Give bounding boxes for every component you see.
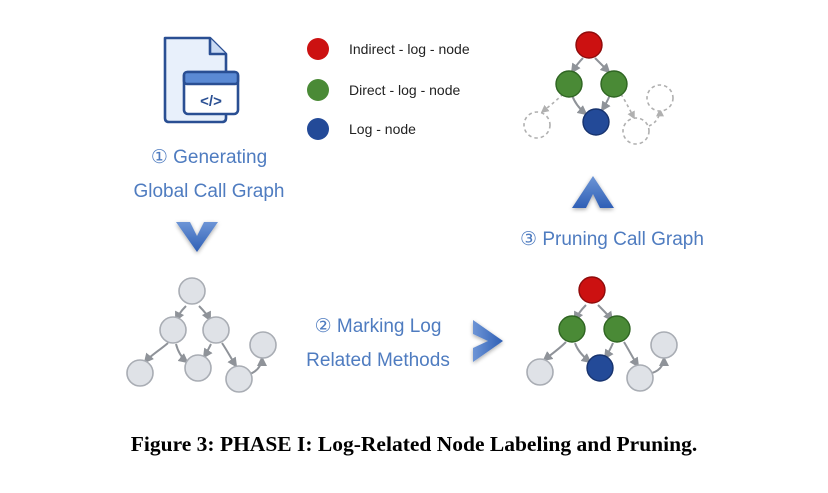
graph-node — [225, 365, 253, 393]
graph-node — [249, 331, 277, 359]
log-node — [586, 354, 614, 382]
marked-call-graph — [526, 276, 678, 392]
log-node — [582, 108, 610, 136]
graph-node — [126, 359, 154, 387]
step-pruning-label: ③ Pruning Call Graph — [520, 229, 704, 250]
legend-label-indirect: Indirect - log - node — [349, 41, 470, 57]
indirect-log-node — [578, 276, 606, 304]
graph-node — [626, 364, 654, 392]
step-marking-line2: Related Methods — [306, 350, 450, 371]
graph-node — [178, 277, 206, 305]
step-generating-line1: ① Generating — [151, 147, 267, 168]
direct-log-node — [600, 70, 628, 98]
chevron-right-icon — [473, 320, 503, 362]
graph-node — [159, 316, 187, 344]
direct-log-node — [603, 315, 631, 343]
indirect-log-node — [575, 31, 603, 59]
step-generating-line2: Global Call Graph — [133, 181, 284, 202]
global-call-graph — [126, 277, 277, 393]
pruned-node — [523, 111, 551, 139]
figure-caption: Figure 3: PHASE I: Log-Related Node Labe… — [130, 432, 698, 456]
chevron-down-icon — [176, 222, 218, 252]
graph-node — [184, 354, 212, 382]
pruned-node — [622, 117, 650, 145]
legend-swatch-log — [307, 118, 329, 140]
direct-log-node — [555, 70, 583, 98]
chevron-up-icon — [572, 176, 614, 208]
pruned-node — [646, 84, 674, 112]
code-file-icon: </> — [163, 36, 240, 124]
pruned-call-graph — [523, 31, 674, 145]
legend-label-direct: Direct - log - node — [349, 82, 460, 98]
legend-label-log: Log - node — [349, 121, 416, 137]
legend-swatch-direct — [307, 79, 329, 101]
step-marking-line1: ② Marking Log — [315, 316, 442, 337]
legend-swatch-indirect — [307, 38, 329, 60]
code-symbol: </> — [200, 93, 222, 110]
graph-node — [526, 358, 554, 386]
direct-log-node — [558, 315, 586, 343]
graph-node — [650, 331, 678, 359]
legend: Indirect - log - node Direct - log - nod… — [307, 38, 470, 140]
graph-node — [202, 316, 230, 344]
